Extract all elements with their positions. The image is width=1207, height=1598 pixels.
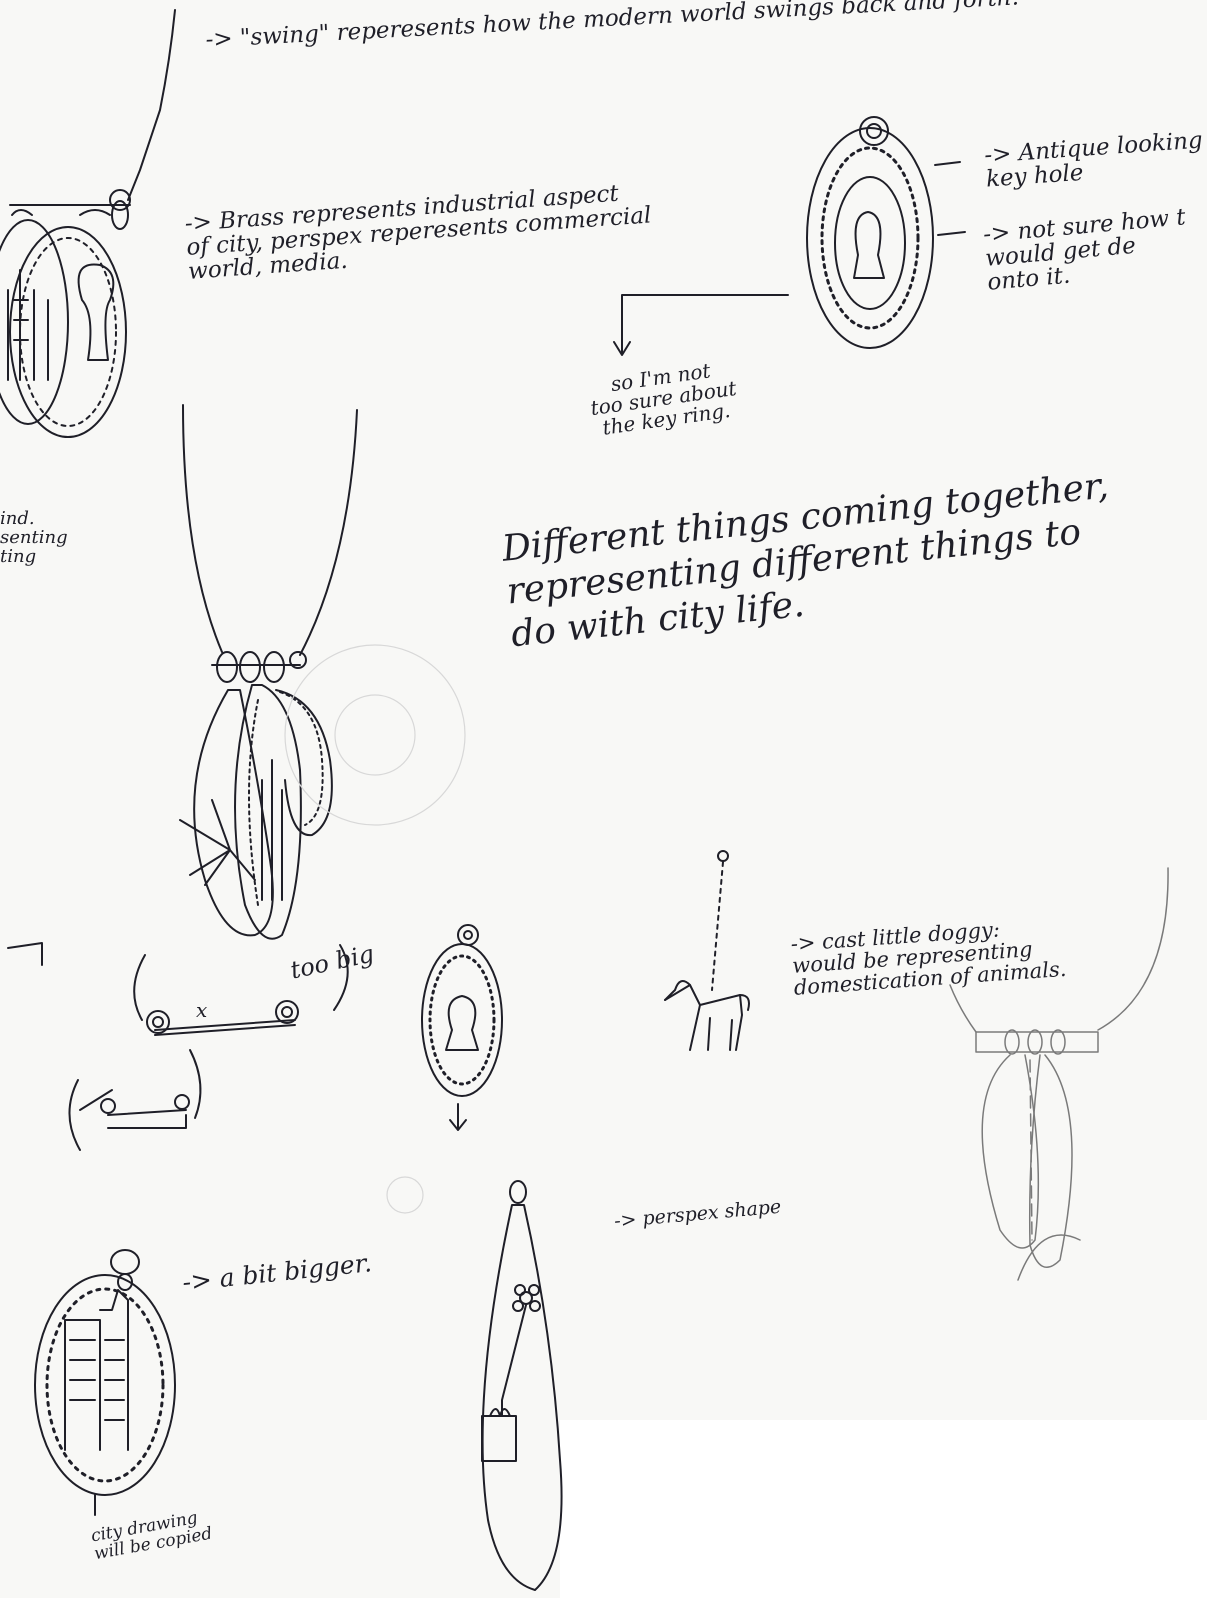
ghost-pencil-circles bbox=[285, 645, 465, 1213]
antique-keyhole-icon bbox=[807, 117, 933, 348]
necklace-sketch-icon bbox=[180, 405, 357, 939]
bar-small-icon bbox=[69, 1050, 200, 1150]
keyring-arrow bbox=[614, 295, 788, 355]
swing-cord-sketch bbox=[10, 10, 175, 229]
note-x-mark: x bbox=[196, 1000, 207, 1021]
keyhole-pendant-icon bbox=[422, 925, 502, 1130]
dog-charm-icon bbox=[665, 851, 749, 1050]
city-skyline-pendant-icon bbox=[0, 220, 126, 437]
antique-arrows bbox=[935, 162, 965, 235]
note-margin: ind. senting ting bbox=[0, 510, 68, 567]
city-oval-pendant-icon bbox=[35, 1250, 175, 1515]
perspex-flower-pendant-icon bbox=[482, 1181, 562, 1590]
margin-bracket bbox=[8, 943, 42, 965]
